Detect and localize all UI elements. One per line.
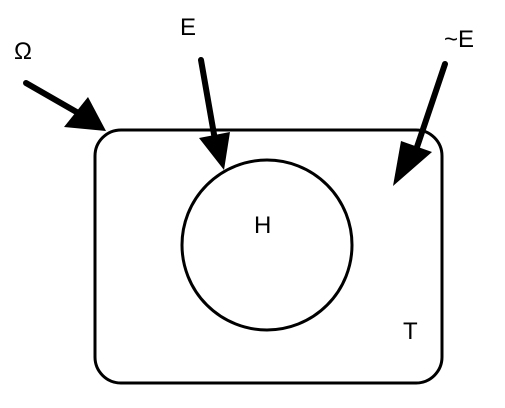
t-label: T	[403, 318, 418, 345]
omega-arrow-icon	[23, 80, 106, 131]
event-h-circle	[180, 158, 354, 332]
sample-space-rectangle	[93, 128, 444, 385]
omega-label: Ω	[14, 38, 32, 65]
h-label: H	[254, 212, 272, 239]
e-label: E	[180, 14, 197, 41]
not-e-label: ~E	[444, 26, 475, 53]
not-e-arrow-icon	[393, 61, 448, 186]
e-arrow-icon	[198, 57, 230, 170]
